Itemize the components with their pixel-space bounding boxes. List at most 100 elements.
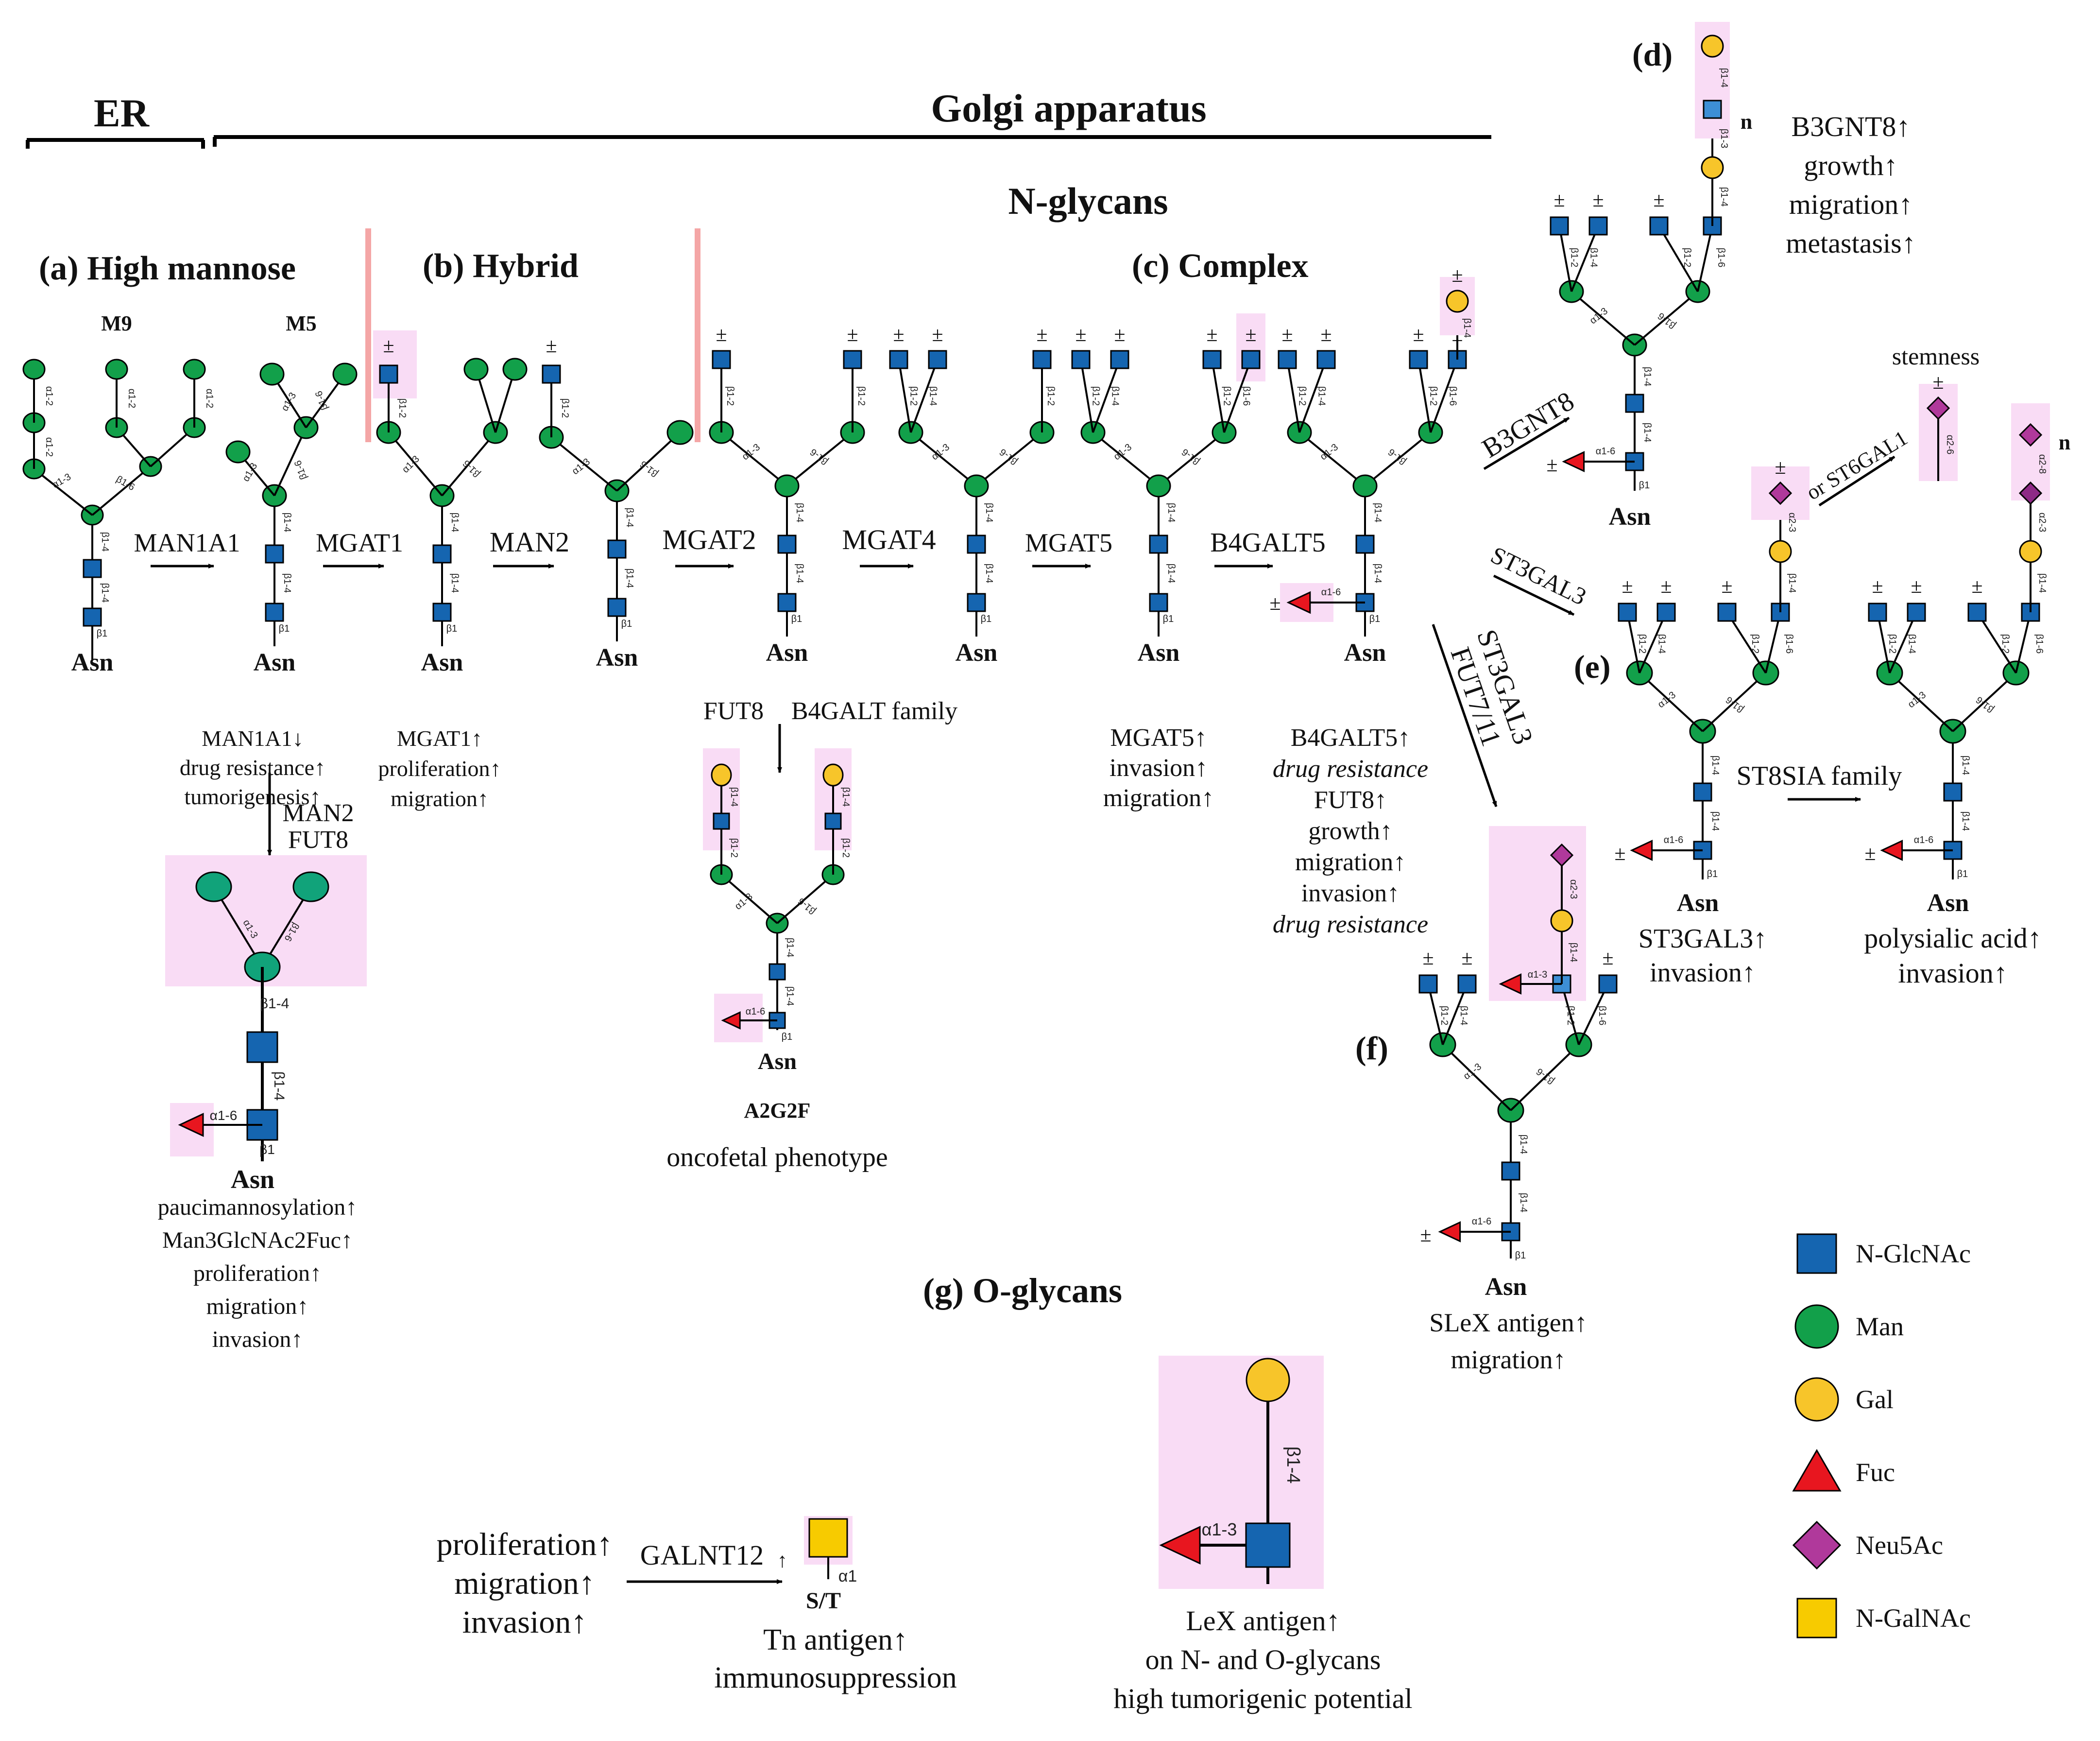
enzyme-mgat4: MGAT4 xyxy=(842,524,936,555)
bond-line xyxy=(975,431,1043,487)
linkage-label: β1-4 xyxy=(1710,756,1721,775)
linkage-label: α1-3 xyxy=(1656,690,1678,710)
enzyme-st3gal3: ST3GAL3 xyxy=(1486,541,1590,610)
bond-line xyxy=(1298,431,1366,487)
golgi-label: Golgi apparatus xyxy=(931,86,1206,130)
enzyme-fut8: FUT8 xyxy=(703,697,764,725)
linkage-label: β1-6 xyxy=(1716,248,1726,267)
b3gnt8-annotation-line: growth↑ xyxy=(1804,150,1897,181)
plus-minus-sign: ± xyxy=(1614,843,1625,865)
glcnac-square xyxy=(808,1518,848,1558)
asn-label: Asn xyxy=(1677,889,1719,917)
fucose-triangle xyxy=(1438,1221,1461,1242)
bond-line xyxy=(1417,359,1432,433)
bond-line xyxy=(1223,359,1252,433)
plus-minus-sign: ± xyxy=(1036,324,1047,346)
b4galt5-annotation-line: drug resistance xyxy=(1273,911,1428,938)
bond-line xyxy=(1658,225,1699,293)
o-glycan-left-annotation: proliferation↑migration↑invasion↑ xyxy=(437,1527,613,1640)
linkage-label: β1 xyxy=(1163,614,1174,624)
panel-b-name: Hybrid xyxy=(473,247,579,285)
linkage-label: β1-2 xyxy=(1045,386,1056,406)
glcnac-square xyxy=(432,544,452,564)
linkage-label: β1-4 xyxy=(449,513,460,532)
linkage-label: β1-2 xyxy=(729,838,739,858)
mannose-circle xyxy=(225,440,251,464)
plus-minus-sign: ± xyxy=(1461,947,1472,969)
panel-e-letter: (e) xyxy=(1574,648,1610,685)
glcnac-square xyxy=(1071,350,1091,369)
enzyme-fut8-line2: FUT8 xyxy=(288,826,348,854)
glcnac-square xyxy=(928,350,947,369)
glcnac-square xyxy=(379,364,398,384)
enzyme-man2: MAN2 xyxy=(490,526,569,558)
panel-b-letter: (b) xyxy=(423,247,464,285)
glcnac-square xyxy=(1693,782,1712,802)
enzyme-b3gnt8: B3GNT8 xyxy=(1477,386,1579,464)
linkage-label: β1-2 xyxy=(1297,386,1308,406)
linkage-label: β1-4 xyxy=(984,503,994,522)
linkage-label: β1-2 xyxy=(1091,386,1101,406)
plus-minus-sign: ± xyxy=(1911,575,1922,598)
bond-line xyxy=(1626,612,1640,673)
linkage-label: β1-2 xyxy=(397,398,408,418)
repeat-n-label: n xyxy=(1741,110,1752,134)
oncofetal-label: oncofetal phenotype xyxy=(666,1142,888,1172)
linkage-label: β1 xyxy=(621,619,632,629)
plus-minus-sign: ± xyxy=(716,324,727,346)
enzyme-mgat2: MGAT2 xyxy=(662,524,756,555)
bond-line xyxy=(1702,672,1767,732)
linkage-label: β1-6 xyxy=(1784,634,1794,654)
st3gal3-annotation-line: invasion↑ xyxy=(1650,958,1756,988)
slex-annotation: SLeX antigen↑migration↑ xyxy=(1429,1308,1587,1374)
linkage-label: β1-6 xyxy=(808,447,830,467)
linkage-label: β1-4 xyxy=(271,1071,287,1101)
plus-minus-sign: ± xyxy=(1653,189,1664,211)
mgat5-annotation-line: invasion↑ xyxy=(1110,754,1208,782)
glcnac-square xyxy=(246,1031,278,1063)
bond-line xyxy=(1158,431,1225,487)
linkage-label: α1-6 xyxy=(1596,446,1615,457)
glcnac-square xyxy=(1202,350,1222,369)
bond-line xyxy=(1952,672,2017,732)
plus-minus-sign: ± xyxy=(1971,575,1982,598)
st3gal3-annotation: ST3GAL3↑invasion↑ xyxy=(1639,924,1767,988)
mannose-circle xyxy=(22,359,46,380)
a2g2f-label: A2G2F xyxy=(744,1099,811,1122)
glcnac-square xyxy=(83,607,102,627)
compartment-header: ER Golgi apparatus N-glycans xyxy=(26,86,1491,222)
asn-label: Asn xyxy=(956,639,998,667)
mgat1-annotation-line: proliferation↑ xyxy=(378,756,501,781)
glcnac-square xyxy=(1316,350,1336,369)
neu5ac-diamond xyxy=(2018,481,2043,505)
glcnac-square xyxy=(1245,1522,1291,1568)
linkage-label: α2-8 xyxy=(2037,454,2048,474)
b4galt5-annotation-line: drug resistance xyxy=(1273,755,1428,783)
er-label: ER xyxy=(94,91,150,135)
plus-minus-sign: ± xyxy=(1269,592,1280,615)
linkage-label: β1-3 xyxy=(1719,129,1729,148)
mgat1-annotation-line: MGAT1↑ xyxy=(397,726,482,751)
linkage-label: β1 xyxy=(1707,869,1718,879)
bond-line xyxy=(720,874,778,924)
plus-minus-sign: ± xyxy=(546,335,557,357)
linkage-label: α1-3 xyxy=(1318,442,1340,462)
bond-line xyxy=(910,359,939,433)
linkage-label: β1-6 xyxy=(1241,386,1252,406)
glcnac-square xyxy=(777,534,797,554)
legend-label: N-GalNAc xyxy=(1856,1603,1971,1633)
plus-minus-sign: ± xyxy=(1872,575,1883,598)
glcnac-square xyxy=(1110,350,1129,369)
linkage-label: α1-3 xyxy=(1112,442,1134,462)
glcnac-square xyxy=(713,812,730,830)
linkage-label: β1-4 xyxy=(1960,811,1971,831)
fucose-triangle xyxy=(1159,1526,1201,1565)
b4galt5-annotation-line: growth↑ xyxy=(1308,817,1392,845)
linkage-label: β1-4 xyxy=(1372,503,1383,522)
